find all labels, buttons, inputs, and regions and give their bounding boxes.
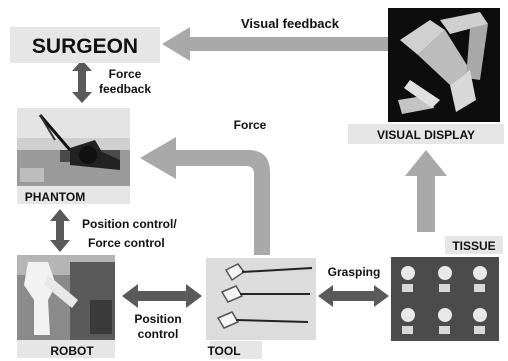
force-feedback-arrow	[72, 60, 92, 103]
visual-feedback-label: Visual feedback	[241, 16, 340, 31]
position-force-control-label-line1: Position control/	[82, 217, 177, 231]
surgeon-label: SURGEON	[32, 35, 138, 58]
grasping-label: Grasping	[328, 265, 381, 279]
force-feedback-label-line2: feedback	[99, 82, 151, 96]
visual-feedback-arrow	[162, 27, 388, 61]
surgeon-box	[10, 27, 160, 63]
phantom-label-box	[17, 186, 130, 204]
robot-image	[17, 255, 115, 340]
position-control-label-line1: Position	[134, 312, 181, 326]
phantom-image	[17, 108, 130, 186]
tissue-label-box	[445, 236, 503, 254]
position-force-control-arrow	[50, 209, 70, 252]
robot-label-box	[17, 340, 115, 358]
force-arrow	[140, 137, 270, 255]
tool-label-box	[210, 341, 262, 359]
tool-image	[206, 258, 316, 340]
visual-display-image	[388, 8, 500, 122]
visual-display-label: VISUAL DISPLAY	[377, 128, 475, 142]
tissue-label: TISSUE	[452, 239, 495, 253]
phantom-label: PHANTOM	[25, 190, 85, 204]
force-label: Force	[234, 118, 267, 132]
visual-display-label-box	[348, 124, 504, 144]
tool-label: TOOL	[207, 344, 240, 358]
force-feedback-label-line1: Force	[109, 67, 142, 81]
grasping-arrow	[318, 285, 389, 307]
position-force-control-label-line2: Force control	[88, 236, 165, 250]
position-control-label-line2: control	[138, 327, 179, 341]
tissue-image	[391, 257, 499, 341]
tissue-to-display-arrow	[405, 150, 447, 232]
position-control-arrow	[122, 284, 202, 308]
robot-label: ROBOT	[50, 344, 94, 358]
